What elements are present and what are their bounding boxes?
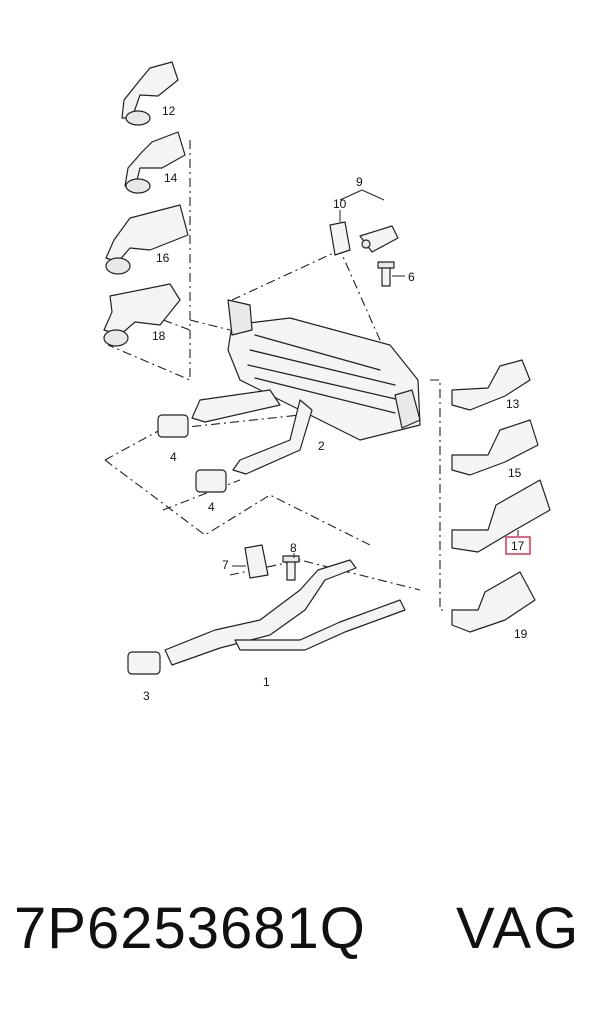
- callout-16: 16: [156, 251, 170, 265]
- callout-2: 2: [318, 439, 325, 453]
- leader-lines: [232, 189, 519, 567]
- front-pipe-1: [164, 559, 406, 666]
- tailpipe-13: [451, 359, 531, 411]
- clamp-4-lower: [195, 469, 227, 493]
- callout-19: 19: [514, 627, 528, 641]
- callout-6: 6: [408, 270, 415, 284]
- callout-13: 13: [506, 397, 520, 411]
- bolt-8: [282, 555, 300, 581]
- tailpipe-12: [121, 61, 179, 126]
- callout-10: 10: [333, 197, 347, 211]
- callout-18: 18: [152, 329, 166, 343]
- callout-15: 15: [508, 466, 522, 480]
- clamp-4-upper: [157, 414, 189, 438]
- exhaust-parts-diagram: 12 14 16 18 9 10 6 13 2 4 15 4 17 8 7 19…: [103, 61, 551, 703]
- tailpipe-15: [451, 419, 539, 476]
- bracket-9: [359, 225, 399, 253]
- callout-1: 1: [263, 675, 270, 689]
- callout-12: 12: [162, 104, 176, 118]
- tailpipe-19: [451, 571, 536, 633]
- tailpipe-14: [124, 131, 186, 194]
- tailpipe-18: [103, 283, 181, 347]
- callout-4-upper: 4: [170, 450, 177, 464]
- callout-17-highlight-box: [505, 536, 531, 555]
- clamp-3: [127, 651, 161, 675]
- callouts: 12 14 16 18 9 10 6 13 2 4 15 4 17 8 7 19…: [143, 104, 531, 703]
- callout-7: 7: [222, 558, 229, 572]
- brand-name: VAG: [456, 896, 581, 961]
- callout-8: 8: [290, 541, 297, 555]
- rear-silencer-2: [191, 299, 421, 475]
- callout-14: 14: [164, 171, 178, 185]
- tailpipe-17: [451, 479, 551, 553]
- bolt-6: [377, 261, 395, 287]
- part-number: 7P6253681Q: [14, 896, 366, 961]
- rubber-mount-10: [329, 221, 351, 256]
- callout-9: 9: [356, 175, 363, 189]
- callout-17: 17: [511, 539, 525, 553]
- hanger-7: [244, 544, 269, 579]
- tailpipe-16: [105, 204, 189, 275]
- callout-4-lower: 4: [208, 500, 215, 514]
- callout-3: 3: [143, 689, 150, 703]
- footer: 7P6253681Q VAG: [0, 895, 600, 975]
